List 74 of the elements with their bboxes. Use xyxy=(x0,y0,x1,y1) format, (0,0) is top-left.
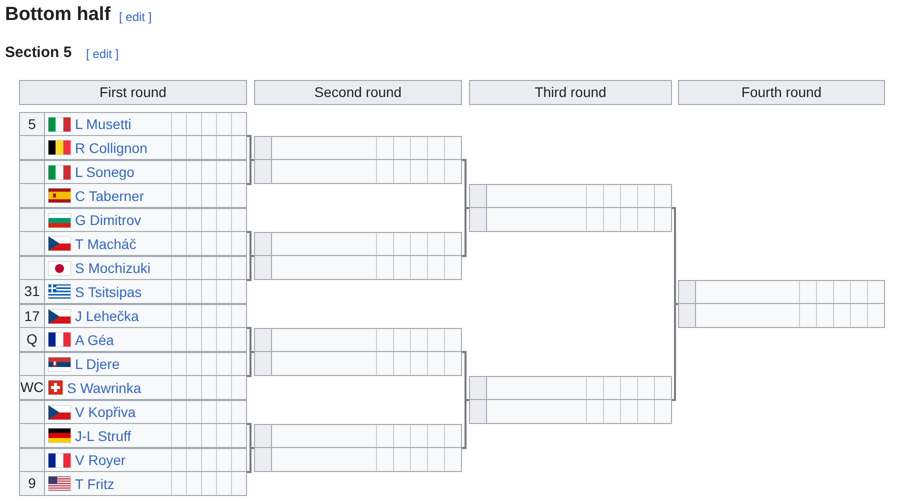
empty-player-row xyxy=(255,137,461,160)
empty-player-row xyxy=(255,233,461,256)
edit-link: [ edit ] xyxy=(86,46,119,62)
player-name-link: T Fritz xyxy=(75,474,114,492)
round-header: First round xyxy=(19,80,247,105)
seed-label: 31 xyxy=(20,280,45,303)
bracket-line xyxy=(247,135,254,161)
seed-label: 5 xyxy=(20,113,45,135)
match-table xyxy=(254,232,462,280)
player-name-link: G Dimitrov xyxy=(75,211,142,229)
player-name-link: S Mochizuki xyxy=(75,259,150,277)
round-header: Second round xyxy=(254,80,462,105)
player-row xyxy=(20,353,246,376)
match-table xyxy=(19,256,247,304)
player-row xyxy=(20,401,246,424)
edit-link: [ edit ] xyxy=(119,9,152,25)
player-name-link: S Wawrinka xyxy=(67,378,142,396)
empty-player-row xyxy=(470,185,671,208)
bracket-line xyxy=(462,399,469,449)
bracket-line xyxy=(672,207,678,305)
player-name-link: V Kopřiva xyxy=(75,403,136,421)
bracket-line xyxy=(247,255,254,281)
seed-label: Q xyxy=(20,328,45,351)
match-table xyxy=(19,304,247,352)
player-name-link: J-L Struff xyxy=(75,426,132,444)
player-name-link: L Musetti xyxy=(75,115,132,133)
match-table xyxy=(19,160,247,208)
seed-label: WC xyxy=(20,376,45,399)
match-table xyxy=(254,136,462,184)
match-table xyxy=(19,352,247,400)
match-table xyxy=(469,184,672,232)
player-row xyxy=(20,449,246,472)
round-header: Third round xyxy=(469,80,672,105)
bracket-line xyxy=(247,351,254,377)
bracket-line xyxy=(247,423,254,449)
empty-player-row xyxy=(470,377,671,400)
match-table xyxy=(19,400,247,448)
match-table xyxy=(678,280,885,328)
player-name-link: L Djere xyxy=(75,355,120,373)
player-name-link: J Lehečka xyxy=(75,307,139,325)
player-name-link: R Collignon xyxy=(75,138,148,156)
bracket-line xyxy=(462,159,469,209)
player-row xyxy=(20,257,246,280)
bracket-line xyxy=(672,303,678,401)
round-header: Fourth round xyxy=(678,80,885,105)
bracket-line xyxy=(247,447,254,473)
section-heading: Bottom half xyxy=(5,3,111,27)
match-table xyxy=(254,424,462,472)
player-row xyxy=(20,161,246,184)
match-table xyxy=(19,448,247,496)
bracket-line xyxy=(462,207,469,257)
bracket-line xyxy=(462,351,469,401)
empty-player-row xyxy=(255,329,461,352)
player-name-link: A Géa xyxy=(75,330,114,348)
match-table xyxy=(469,376,672,424)
player-row xyxy=(20,209,246,232)
bracket-line xyxy=(247,159,254,185)
match-table xyxy=(19,112,247,160)
bracket-line xyxy=(247,327,254,353)
match-table xyxy=(19,208,247,256)
player-row xyxy=(20,305,246,328)
player-name-link: C Taberner xyxy=(75,186,144,204)
bracket-line xyxy=(247,231,254,257)
empty-player-row xyxy=(679,281,884,304)
seed-label: 9 xyxy=(20,472,45,495)
match-table xyxy=(254,328,462,376)
player-name-link: T Macháč xyxy=(75,234,136,252)
empty-player-row xyxy=(255,425,461,448)
player-name-link: S Tsitsipas xyxy=(75,282,142,300)
player-row xyxy=(20,113,246,136)
seed-label: 17 xyxy=(20,305,45,327)
player-name-link: L Sonego xyxy=(75,163,134,181)
subsection-heading: Section 5 xyxy=(5,43,72,63)
player-name-link: V Royer xyxy=(75,451,126,469)
